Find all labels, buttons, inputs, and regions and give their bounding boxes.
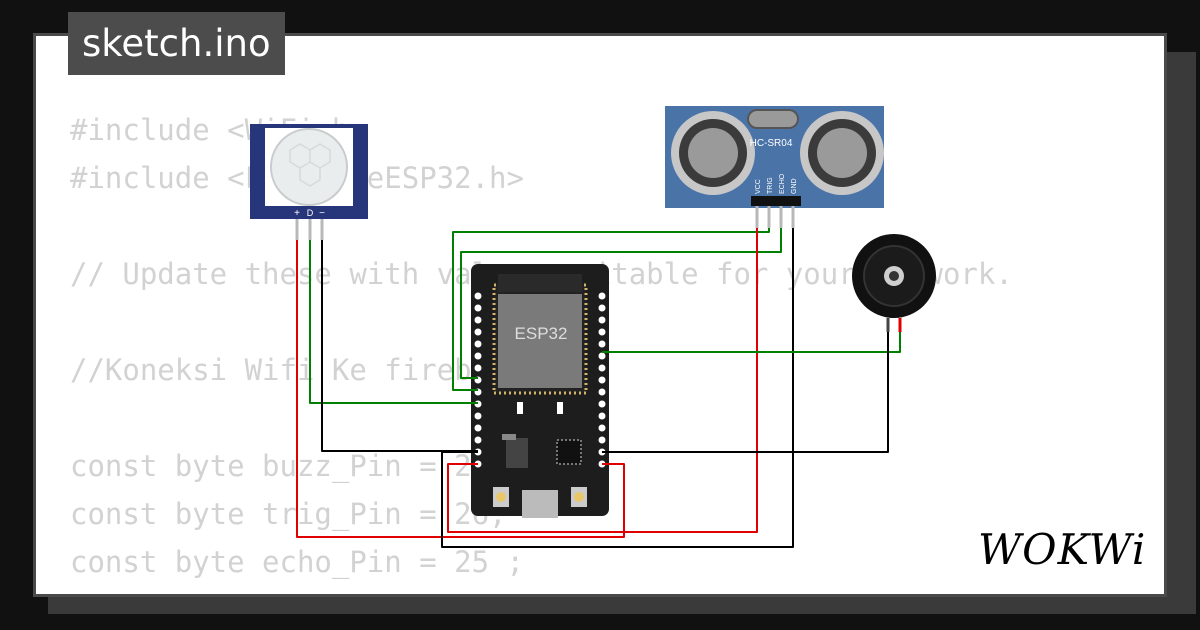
ultrasonic-pin-label: GND: [791, 178, 798, 194]
code-line: const byte echo_Pin = 25 ;: [70, 545, 524, 579]
ultrasonic-pin-label: ECHO: [779, 173, 786, 194]
ultrasonic-sensor[interactable]: HC-SR04 VCC TRIG ECHO GND: [665, 106, 884, 228]
wires: [296, 228, 901, 548]
wire-ultra-gnd: [441, 228, 794, 548]
code-line: const byte pir_Pin = 27;: [70, 586, 1013, 594]
buzzer[interactable]: [852, 234, 936, 332]
wokwi-logo: WOKWi: [978, 525, 1147, 574]
wire-buzzer-gnd: [602, 332, 889, 453]
sketch-title: sketch.ino: [68, 12, 285, 75]
code-line: // Update these with values suitable for…: [70, 257, 1013, 291]
pir-pin-label: D: [307, 208, 314, 218]
wire-ultra-vcc: [447, 228, 758, 533]
esp32-board[interactable]: ESP32: [471, 264, 609, 518]
wire-pir-data: [309, 240, 478, 404]
esp32-pins-right: [598, 292, 606, 468]
pir-pin-label: +: [294, 208, 300, 219]
ultrasonic-pin-label: TRIG: [767, 177, 774, 194]
wire-buzzer-signal: [602, 332, 901, 353]
ultrasonic-label: HC-SR04: [750, 138, 793, 149]
ultrasonic-pin-label: VCC: [755, 179, 762, 194]
pir-sensor[interactable]: + D −: [250, 124, 368, 240]
wire-pir-gnd: [321, 240, 478, 452]
esp32-label: ESP32: [515, 324, 568, 343]
wire-echo: [460, 228, 782, 379]
wire-pir-vcc: [296, 240, 625, 538]
wire-trig: [452, 228, 770, 391]
pir-pin-label: −: [319, 208, 325, 219]
esp32-pins-left: [474, 292, 482, 468]
